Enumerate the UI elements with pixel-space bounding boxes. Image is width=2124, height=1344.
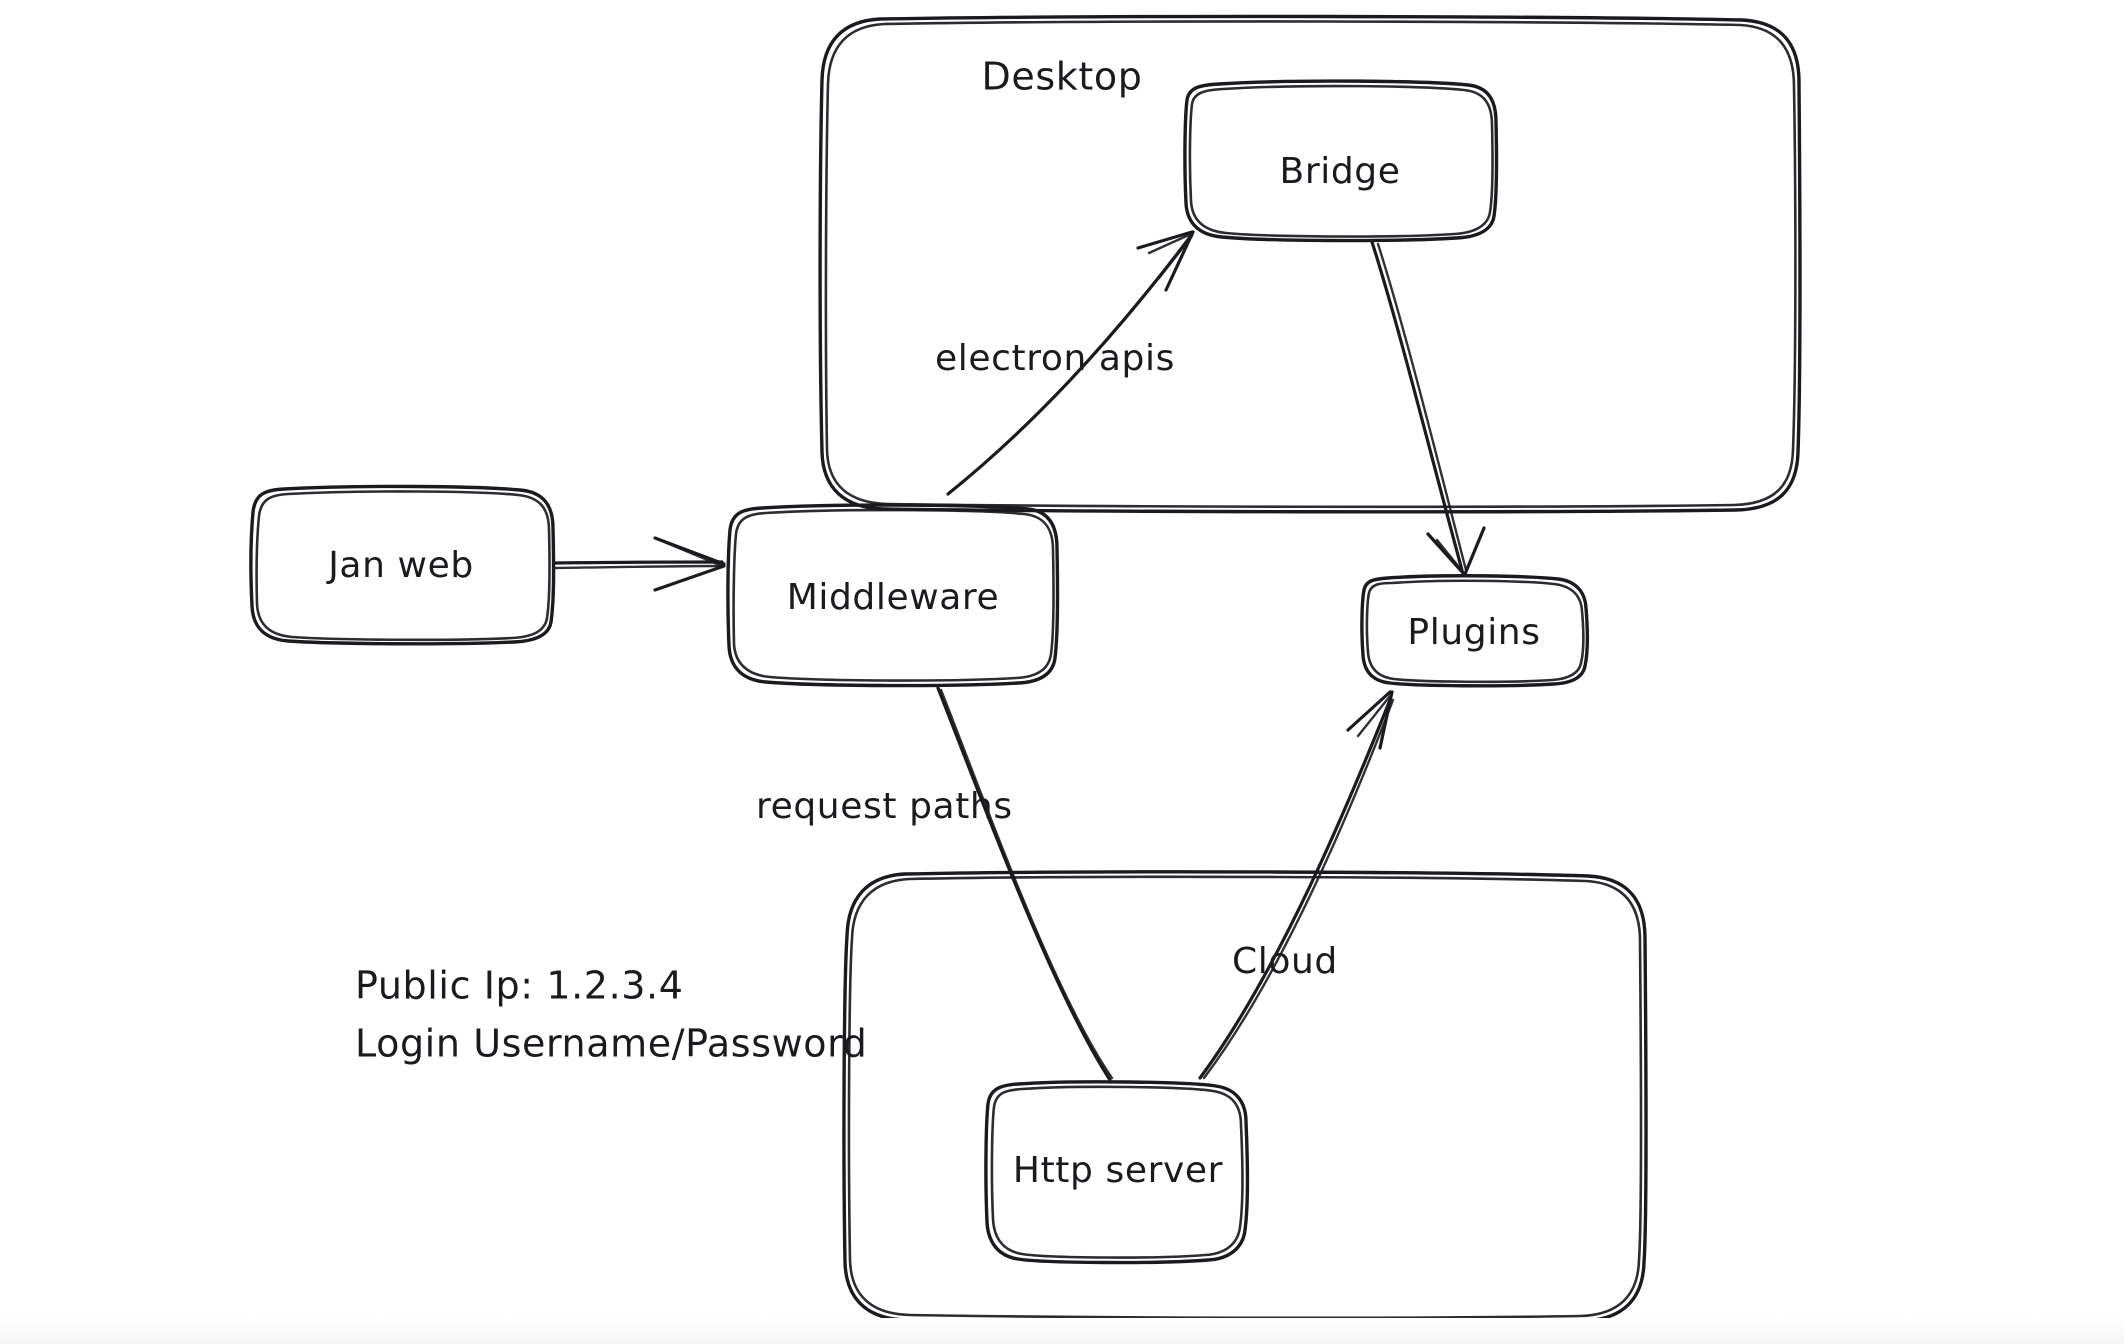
node-label-jan-web: Jan web [326, 545, 474, 586]
group-label-desktop: Desktop [982, 55, 1143, 99]
node-label-middleware: Middleware [787, 577, 1000, 618]
edge-hit-web-to-middleware[interactable] [550, 530, 730, 600]
node-hit-jan-web[interactable] [250, 488, 552, 640]
node-label-plugins: Plugins [1407, 612, 1540, 653]
node-jan-web[interactable]: Jan web [249, 484, 556, 646]
node-hit-middleware[interactable] [728, 505, 1058, 685]
node-hit-http-server[interactable] [986, 1082, 1248, 1262]
edge-label-cloud: Cloud [1232, 941, 1338, 982]
node-bridge[interactable]: Bridge [1183, 79, 1499, 243]
node-label-bridge: Bridge [1280, 151, 1401, 192]
node-plugins[interactable]: Plugins [1360, 574, 1590, 688]
note-login: Login Username/Password [355, 1022, 867, 1066]
node-http-server[interactable]: Http server [984, 1080, 1250, 1265]
node-label-http-server: Http server [1013, 1150, 1223, 1191]
node-hit-plugins[interactable] [1363, 577, 1588, 682]
edge-bridge-to-plugins[interactable] [1370, 240, 1486, 576]
bottom-edge-strip [0, 1318, 2124, 1344]
edge-label-request-paths: request paths [756, 786, 1013, 827]
group-desktop[interactable]: Desktop [818, 14, 1802, 514]
node-middleware[interactable]: Middleware [726, 503, 1060, 688]
edge-middleware-to-bridge[interactable]: electron apis [935, 230, 1195, 496]
node-hit-bridge[interactable] [1185, 82, 1495, 232]
edge-middleware-to-http-server[interactable]: request paths [756, 686, 1114, 1082]
edge-label-electron-apis: electron apis [935, 338, 1175, 379]
note-public-ip: Public Ip: 1.2.3.4 [355, 964, 684, 1008]
notes-block[interactable]: Public Ip: 1.2.3.4 Login Username/Passwo… [355, 964, 867, 1066]
edge-web-to-middleware[interactable] [550, 530, 730, 600]
edge-http-server-to-plugins[interactable]: Cloud [1198, 690, 1395, 1080]
